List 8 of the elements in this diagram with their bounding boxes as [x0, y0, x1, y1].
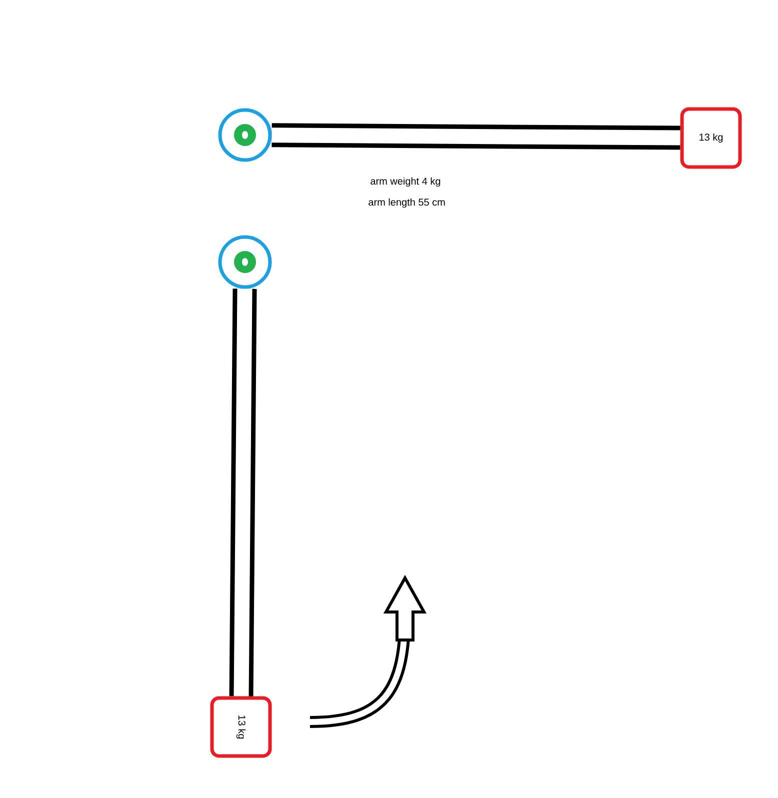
- arm-bar: [229, 288, 257, 696]
- annotation-text: arm length 55 cm: [368, 198, 445, 208]
- weight-box: 13 kg: [210, 696, 272, 758]
- weight-box: 13 kg: [680, 107, 742, 169]
- pivot-circle: [218, 108, 272, 162]
- arm-bar: [272, 123, 680, 150]
- annotation-text: arm weight 4 kg: [370, 177, 440, 187]
- pivot-circle: [218, 235, 272, 289]
